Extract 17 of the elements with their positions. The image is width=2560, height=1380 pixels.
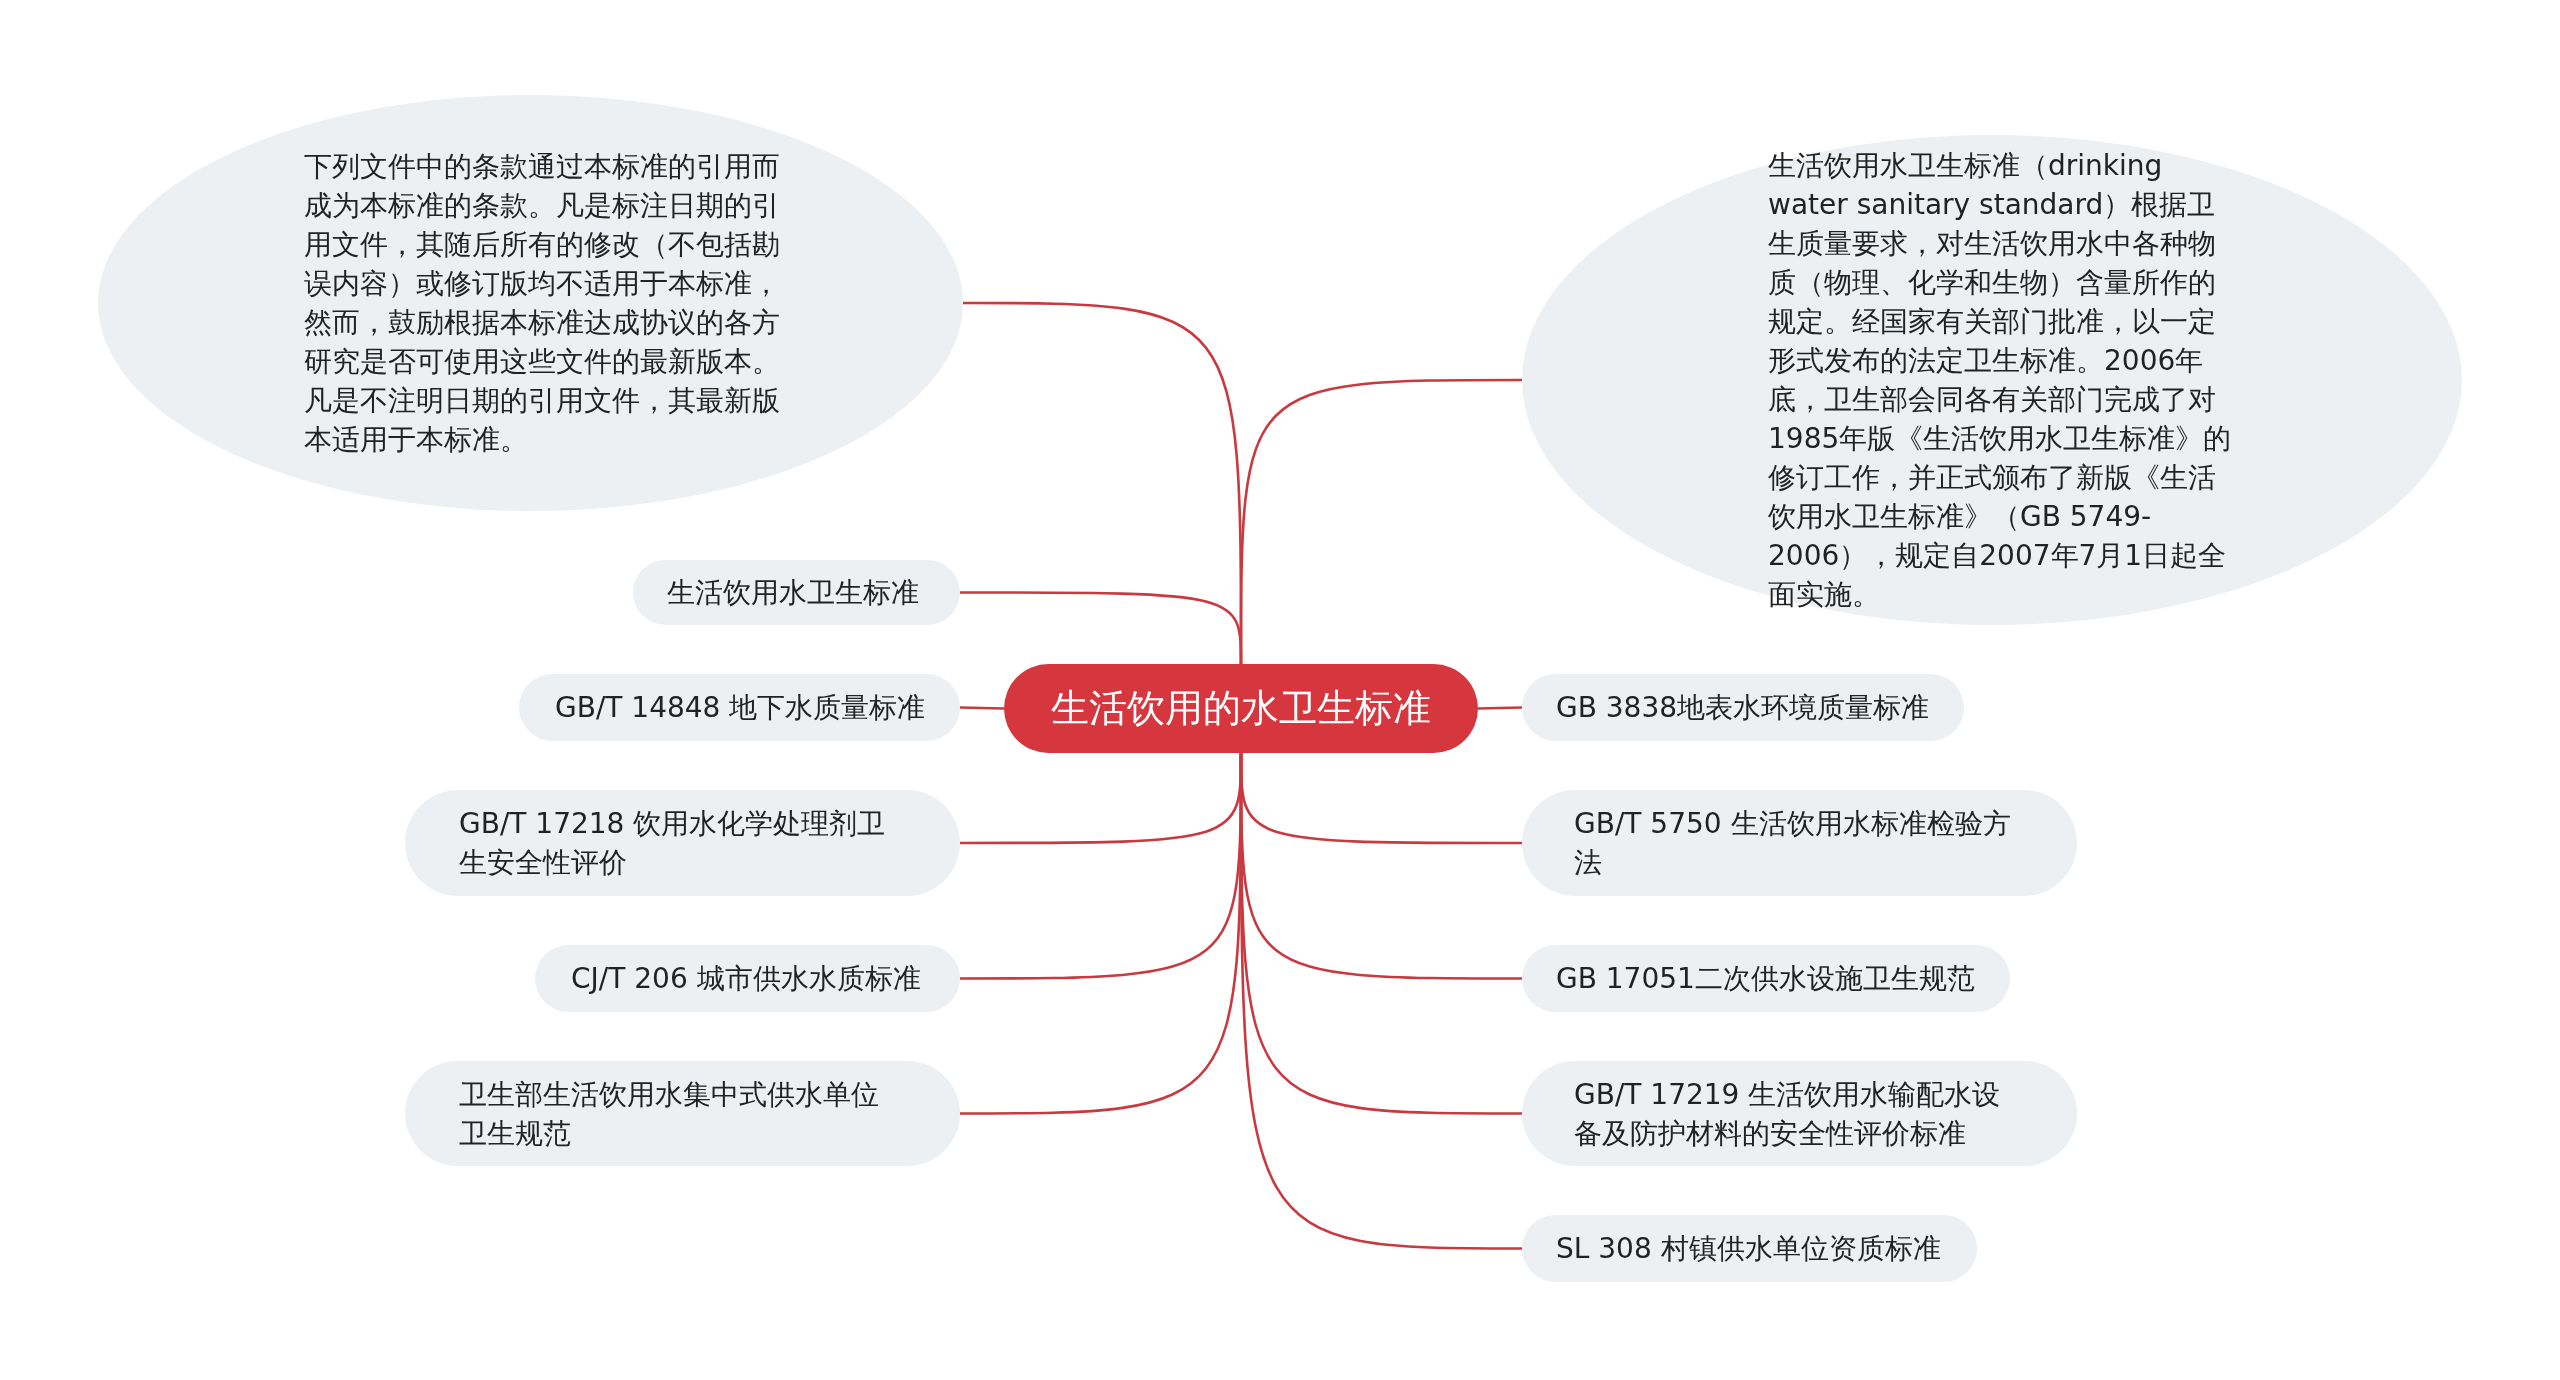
topic-box: GB/T 5750 生活饮用水标准检验方法: [1522, 790, 2077, 896]
central-topic-box: 生活饮用的水卫生标准: [1004, 664, 1478, 753]
connector-line: [1239, 753, 1522, 1250]
connector-line: [959, 706, 1005, 710]
topic-box: GB/T 17219 生活饮用水输配水设备及防护材料的安全性评价标准: [1522, 1061, 2077, 1166]
topic-box: CJ/T 206 城市供水水质标准: [535, 945, 960, 1012]
topic-box: SL 308 村镇供水单位资质标准: [1522, 1215, 1977, 1282]
topic-box: 生活饮用水卫生标准: [633, 560, 960, 625]
connector-line: [1239, 378, 1522, 664]
topic-box: 卫生部生活饮用水集中式供水单位卫生规范: [405, 1061, 960, 1166]
topic-box: GB 17051二次供水设施卫生规范: [1522, 945, 2010, 1012]
topic-box: GB/T 14848 地下水质量标准: [519, 674, 960, 741]
topic-box: GB 3838地表水环境质量标准: [1522, 674, 1964, 741]
note-bubble: 下列文件中的条款通过本标准的引用而成为本标准的条款。凡是标注日期的引用文件，其随后所有的修改（不包括勘误内容）或修订版均不适用于本标准，然而，鼓励根据本标准达成协议的各方研究是否可使用这些文件的最新版本。凡是不注明日期的引用文件，其最新版本适用于本标准。: [98, 95, 963, 511]
note-bubble: 生活饮用水卫生标准（drinking water sanitary standard）根据卫生质量要求，对生活饮用水中各种物质（物理、化学和生物）含量所作的规定。经国家有关部门批准，以一定形式发布的法定卫生标准。2006年底，卫生部会同各有关部门完成了对1985年版《生活饮用水卫生标准》的修订工作，并正式颁布了新版《生活饮用水卫生标准》（GB 5749-2006），规定自2007年7月1日起全面实施。: [1522, 135, 2462, 625]
topic-box: GB/T 17218 饮用水化学处理剂卫生安全性评价: [405, 790, 960, 896]
connector-line: [1477, 706, 1523, 710]
